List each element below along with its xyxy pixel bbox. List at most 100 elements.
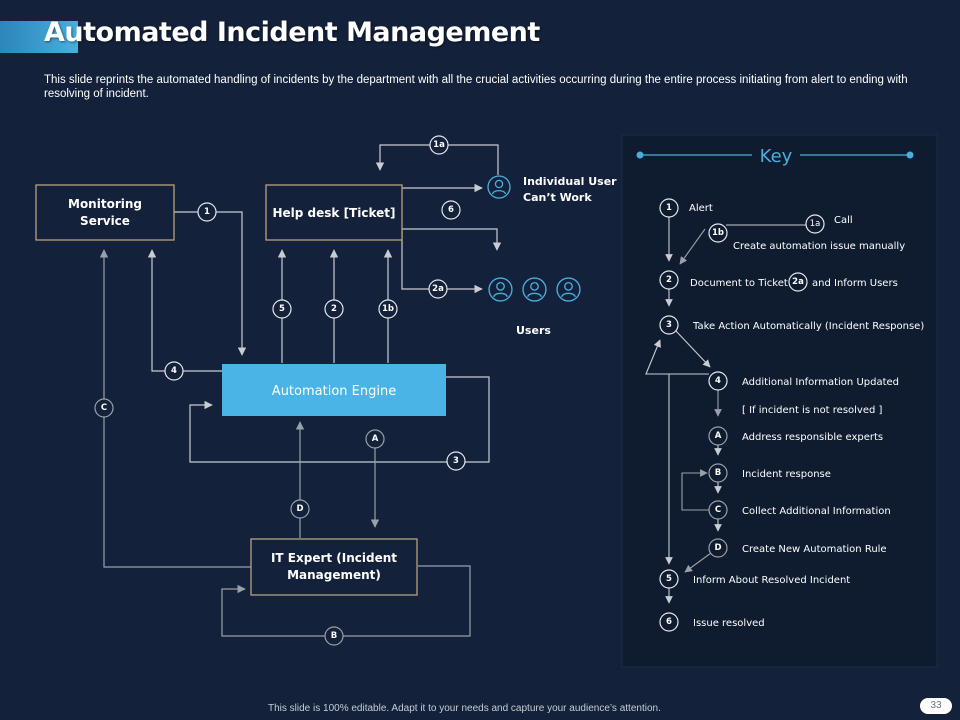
key-title: Key [760,146,793,167]
svg-text:4: 4 [715,376,721,386]
svg-text:C: C [101,403,107,413]
svg-text:C: C [715,505,721,515]
automation-engine-box[interactable]: Automation Engine [222,364,446,416]
key-dot-left [636,151,644,159]
page-title: Automated Incident Management [44,17,540,48]
monitoring-service-box[interactable]: Monitoring Service [35,184,175,241]
svg-text:Additional Information Updated: Additional Information Updated [742,377,899,388]
svg-text:2a: 2a [792,277,804,287]
svg-text:Collect Additional Information: Collect Additional Information [742,506,891,517]
key-item-3: 3 Take Action Automatically (Incident Res… [659,315,924,335]
svg-text:1b: 1b [712,228,724,238]
individual-user-line1: Individual User [523,175,617,188]
monitoring-label-line1: Monitoring [68,197,142,211]
user-circle-icon [522,277,547,302]
svg-text:B: B [715,468,721,478]
svg-text:Create automation issue manual: Create automation issue manually [733,241,905,252]
svg-text:and Inform Users: and Inform Users [812,278,898,289]
svg-text:1a: 1a [433,140,445,150]
svg-text:Alert: Alert [689,203,713,214]
key-item-5: 5 Inform About Resolved Incident [659,569,850,589]
key-item-d: D Create New Automation Rule [708,538,887,558]
it-expert-label-line2: Management) [287,568,381,582]
user-circle-icon [556,277,581,302]
svg-text:Document to Ticket: Document to Ticket [690,278,788,289]
badge-a: A [365,429,385,449]
svg-text:[ If incident is not resolved: [ If incident is not resolved ] [742,405,883,416]
badge-d: D [290,499,310,519]
title-accent-bar [0,21,78,53]
connector-helpdesk-users [402,228,502,251]
svg-text:6: 6 [666,617,672,627]
svg-text:Issue resolved: Issue resolved [693,618,765,629]
badge-1: 1 [197,202,217,222]
key-item-c: C Collect Additional Information [708,500,891,520]
svg-text:Incident response: Incident response [742,469,831,480]
svg-text:D: D [714,543,721,553]
badge-c: C [94,398,114,418]
svg-text:1b: 1b [382,304,394,314]
connectors [99,144,502,637]
svg-text:B: B [331,631,337,641]
svg-text:Inform About Resolved Incident: Inform About Resolved Incident [693,575,850,586]
svg-text:3: 3 [666,320,672,330]
it-expert-label-line1: IT Expert (Incident [271,551,397,565]
connector-b [221,565,471,637]
svg-text:2: 2 [666,275,672,285]
key-item-1: 1 Alert [659,198,713,218]
badge-4: 4 [164,361,184,381]
key-dot-right [906,151,914,159]
svg-text:2a: 2a [432,284,444,294]
svg-text:Address responsible experts: Address responsible experts [742,432,883,443]
page-subtitle: This slide reprints the automated handli… [44,74,908,100]
badge-2: 2 [324,299,344,319]
svg-text:4: 4 [171,366,177,376]
key-condition: [ If incident is not resolved ] [742,405,883,416]
connector-4 [147,249,222,372]
key-item-4: 4 Additional Information Updated [708,371,899,391]
it-expert-box[interactable]: IT Expert (Incident Management) [250,538,418,596]
key-item-b: B Incident response [708,463,831,483]
svg-text:6: 6 [448,205,454,215]
svg-text:5: 5 [666,574,672,584]
svg-text:Call: Call [834,215,853,226]
helpdesk-label: Help desk [Ticket] [272,206,395,220]
svg-text:Take Action Automatically (Inc: Take Action Automatically (Incident Resp… [692,321,924,332]
badge-b: B [324,626,344,646]
svg-text:Create New Automation Rule: Create New Automation Rule [742,544,887,555]
user-circle-icon [487,175,511,199]
monitoring-label-line2: Service [80,214,130,228]
page-number-badge: 33 [920,698,952,714]
diagram-badges: 1 1a 6 2a 5 2 1b 4 C A 3 D B [94,135,466,646]
svg-text:2: 2 [331,304,337,314]
svg-text:A: A [715,431,722,441]
svg-text:1: 1 [204,207,210,217]
badge-1a: 1a [429,135,449,155]
badge-5: 5 [272,299,292,319]
badge-3: 3 [446,451,466,471]
svg-text:1a: 1a [810,219,821,229]
helpdesk-ticket-box[interactable]: Help desk [Ticket] [265,184,403,241]
individual-user-line2: Can’t Work [523,191,592,204]
connector-c [99,249,251,568]
svg-text:1: 1 [666,203,672,213]
badge-1b: 1b [378,299,398,319]
badge-6: 6 [441,200,461,220]
key-item-a: A Address responsible experts [708,426,883,446]
connector-3 [189,376,490,463]
footer-note: This slide is 100% editable. Adapt it to… [268,703,661,714]
users-label: Users [516,324,551,337]
connector-2a [401,229,483,294]
badge-2a: 2a [428,279,448,299]
svg-text:3: 3 [453,456,459,466]
svg-text:5: 5 [279,304,285,314]
user-circle-icon [488,277,513,302]
svg-text:D: D [296,504,303,514]
svg-text:A: A [372,434,379,444]
automation-engine-label: Automation Engine [272,384,396,399]
key-item-2: 2 Document to Ticket 2a and Inform Users [659,270,898,292]
key-item-1a: 1a Call [805,214,853,234]
